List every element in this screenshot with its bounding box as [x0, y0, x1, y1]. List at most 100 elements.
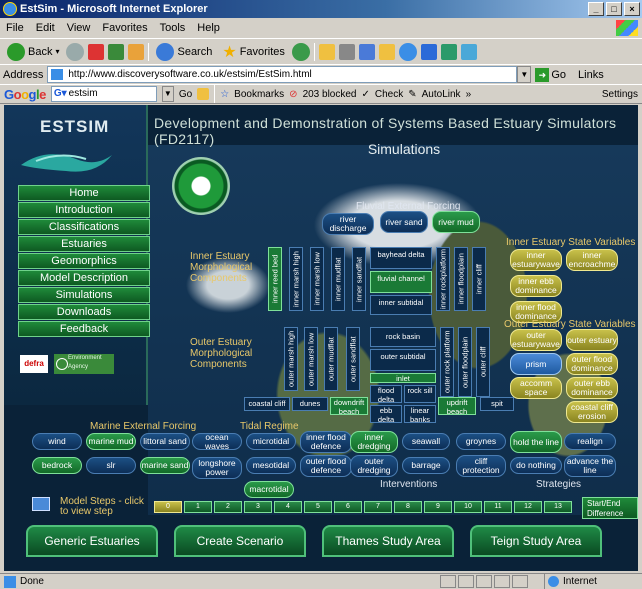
outer-ebb-dominance[interactable]: outer ebb dominance — [566, 377, 618, 399]
outer-floodplain[interactable]: outer floodplain — [458, 327, 472, 397]
history-icon[interactable] — [291, 42, 310, 61]
settings-button[interactable]: Settings — [601, 88, 638, 100]
step-3-button[interactable]: 3 — [244, 501, 272, 513]
users-icon[interactable] — [460, 43, 477, 60]
linear-banks[interactable]: linear banks — [404, 405, 436, 424]
step-4-button[interactable]: 4 — [274, 501, 302, 513]
outer-cliff[interactable]: outer cliff — [476, 327, 490, 397]
nav-geomorphics[interactable]: Geomorphics — [18, 253, 150, 269]
macrotidal-button[interactable]: macrotidal — [244, 481, 294, 498]
inner-estuarywave[interactable]: inner estuarywave — [510, 249, 562, 271]
address-input[interactable]: http://www.discoverysoftware.co.uk/estsi… — [47, 66, 518, 83]
inner-marsh-high[interactable]: inner marsh high — [289, 247, 303, 311]
step-12-button[interactable]: 12 — [514, 501, 542, 513]
mail-icon[interactable] — [318, 43, 335, 60]
cliff-protection-button[interactable]: cliff protection — [456, 455, 506, 477]
address-dropdown-button[interactable]: ▼ — [517, 66, 532, 83]
outer-dredging-button[interactable]: outer dredging — [350, 455, 398, 477]
outer-rock-platform[interactable]: outer rock platform — [440, 327, 454, 397]
longshore-power-button[interactable]: longshore power — [192, 457, 242, 479]
more-chevron-icon[interactable]: » — [465, 88, 472, 100]
do-nothing-button[interactable]: do nothing — [510, 457, 562, 474]
groynes-button[interactable]: groynes — [456, 433, 506, 450]
close-button[interactable]: × — [624, 2, 640, 16]
step-5-button[interactable]: 5 — [304, 501, 332, 513]
maximize-button[interactable]: □ — [606, 2, 622, 16]
step-6-button[interactable]: 6 — [334, 501, 362, 513]
flood-delta[interactable]: flood delta — [370, 385, 402, 404]
dunes[interactable]: dunes — [292, 397, 328, 411]
downdrift-beach[interactable]: downdrift beach — [330, 397, 368, 416]
wind-button[interactable]: wind — [32, 433, 82, 450]
step-2-button[interactable]: 2 — [214, 501, 242, 513]
clock-gear-icon[interactable] — [172, 157, 230, 215]
mesotidal-button[interactable]: mesotidal — [246, 457, 296, 474]
inner-sandflat[interactable]: inner sandflat — [352, 247, 366, 311]
edit-icon[interactable] — [358, 43, 375, 60]
nav-home[interactable]: Home — [18, 185, 150, 201]
ebb-delta[interactable]: ebb delta — [370, 405, 402, 424]
outer-mudflat[interactable]: outer mudflat — [324, 327, 338, 391]
nav-introduction[interactable]: Introduction — [18, 202, 150, 218]
forward-button[interactable] — [66, 42, 85, 61]
folder-icon[interactable] — [378, 43, 395, 60]
inner-ebb-dominance[interactable]: inner ebb dominance — [510, 275, 562, 297]
prism[interactable]: prism — [510, 353, 562, 375]
home-icon[interactable] — [128, 43, 145, 60]
outer-marsh-low[interactable]: outer marsh low — [304, 327, 318, 391]
barrage-button[interactable]: barrage — [402, 457, 450, 474]
outer-sandflat[interactable]: outer sandflat — [346, 327, 360, 391]
ocean-waves-button[interactable]: ocean waves — [192, 432, 242, 450]
step-7-button[interactable]: 7 — [364, 501, 392, 513]
links-button[interactable]: Links — [578, 68, 604, 81]
back-button[interactable]: Back ▾ — [4, 42, 62, 61]
nav-feedback[interactable]: Feedback — [18, 321, 150, 337]
outer-estuary[interactable]: outer estuary — [566, 329, 618, 351]
inlet[interactable]: inlet — [370, 373, 436, 383]
outer-flood-defence-button[interactable]: outer flood defence — [300, 455, 352, 477]
inner-rockplatform[interactable]: inner rockplatform — [436, 247, 450, 311]
river-discharge-button[interactable]: river discharge — [322, 213, 374, 235]
bayhead-delta[interactable]: bayhead delta — [370, 247, 432, 269]
menu-favorites[interactable]: Favorites — [102, 22, 148, 34]
google-options-icon[interactable] — [197, 88, 210, 100]
step-10-button[interactable]: 10 — [454, 501, 482, 513]
step-8-button[interactable]: 8 — [394, 501, 422, 513]
search-button[interactable]: Search — [153, 42, 215, 61]
inner-flood-defence-button[interactable]: inner flood defence — [300, 431, 352, 453]
spellcheck-button[interactable]: Check — [374, 88, 404, 100]
menu-file[interactable]: File — [6, 22, 24, 34]
stop-icon[interactable] — [88, 43, 105, 60]
river-mud-button[interactable]: river mud — [432, 211, 480, 233]
refresh-icon[interactable] — [108, 43, 125, 60]
google-search-dropdown[interactable]: ▼ — [161, 86, 174, 102]
research-icon[interactable] — [420, 43, 437, 60]
step-13-button[interactable]: 13 — [544, 501, 572, 513]
inner-marsh-low[interactable]: inner marsh low — [310, 247, 324, 311]
nav-simulations[interactable]: Simulations — [18, 287, 150, 303]
rock-sill[interactable]: rock sill — [404, 385, 436, 403]
step-0-button[interactable]: 0 — [154, 501, 182, 513]
updrift-beach[interactable]: updrift beach — [438, 397, 476, 416]
inner-reed-bed[interactable]: inner reed bed — [268, 247, 282, 311]
favorites-button[interactable]: ★ Favorites — [219, 42, 288, 62]
inner-encroachme[interactable]: inner encroachme — [566, 249, 618, 271]
spit[interactable]: spit — [480, 397, 514, 411]
microtidal-button[interactable]: microtidal — [246, 433, 296, 450]
menu-edit[interactable]: Edit — [35, 22, 55, 34]
messenger-icon[interactable] — [398, 42, 417, 61]
tab-teign-study-area[interactable]: Teign Study Area — [470, 525, 602, 557]
slr-button[interactable]: slr — [86, 457, 136, 474]
inner-floodplain[interactable]: inner floodplain — [454, 247, 468, 311]
go-button[interactable]: ➜ Go — [535, 67, 566, 82]
nav-model-description[interactable]: Model Description — [18, 270, 150, 286]
nav-classifications[interactable]: Classifications — [18, 219, 150, 235]
accomm-space[interactable]: accomm space — [510, 377, 562, 399]
google-search-input[interactable]: G▾ estsim — [50, 86, 157, 102]
bedrock-button[interactable]: bedrock — [32, 457, 82, 474]
advance-the-line-button[interactable]: advance the line — [564, 455, 616, 477]
rock-basin[interactable]: rock basin — [370, 327, 436, 347]
menu-tools[interactable]: Tools — [159, 22, 186, 34]
coastal-cliff-erosion[interactable]: coastal cliff erosion — [566, 401, 618, 423]
inner-dredging-button[interactable]: inner dredging — [350, 431, 398, 453]
